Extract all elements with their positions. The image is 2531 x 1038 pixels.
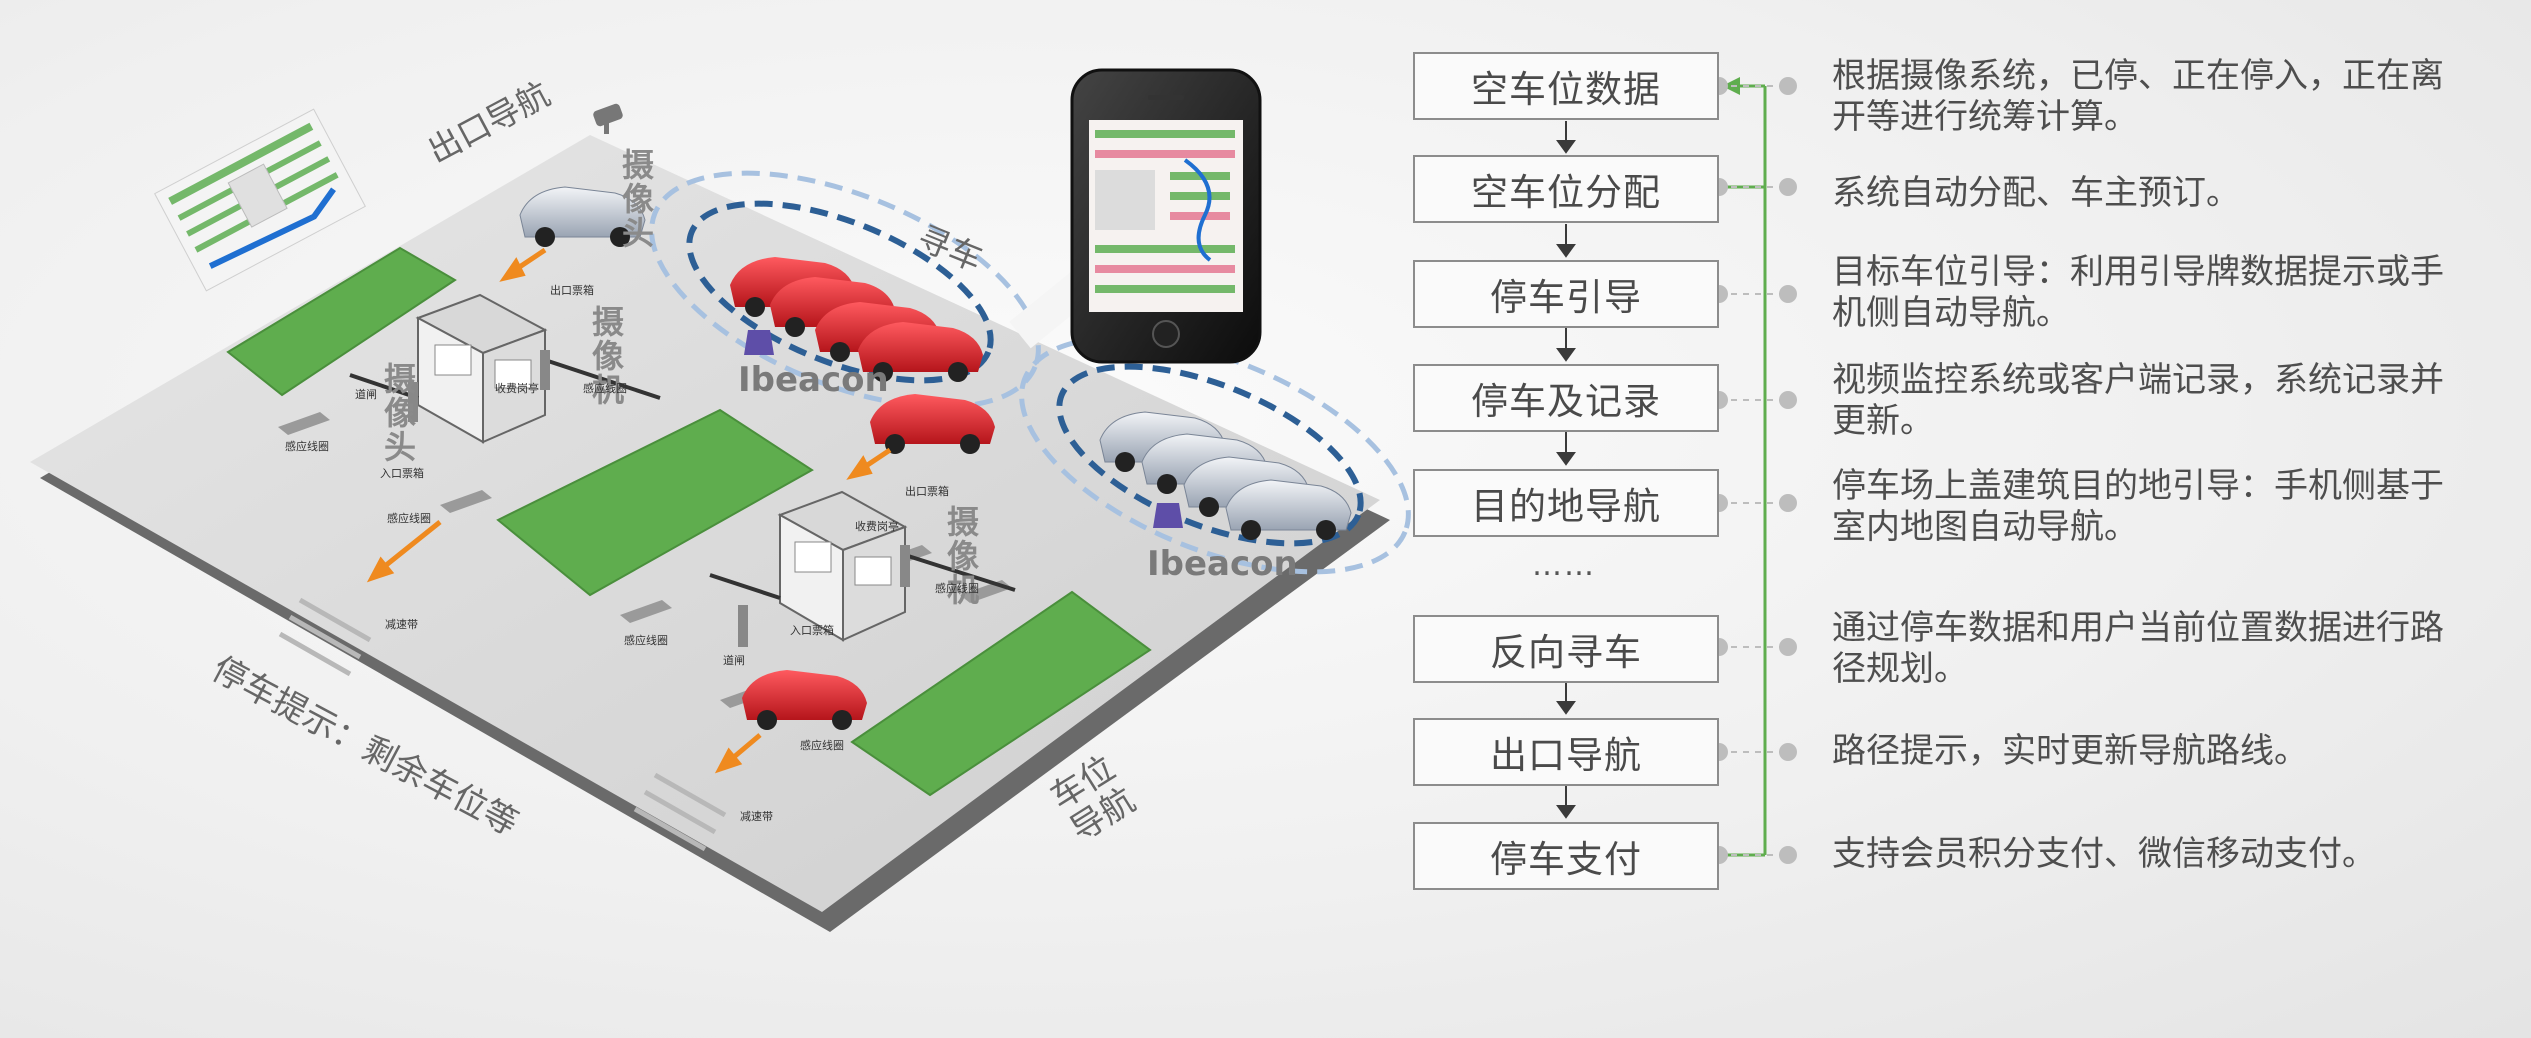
security-camera-icon [593,103,623,134]
parking-map-thumbnail [154,108,366,292]
flow-desc-3: 视频监控系统或客户端记录，系统记录并更新。 [1832,360,2444,441]
label-camera-machine-1: 摄像机 [591,303,624,409]
label-ibeacon-1: Ibeacon [738,360,889,400]
silver-cars-group [1099,411,1352,540]
flow-step-parking-guidance: 停车引导 [1413,260,1719,328]
green-zone-3 [850,590,1152,797]
label-speed-bump-2: 减速带 [740,810,773,823]
flow-step-label: 反向寻车 [1490,631,1642,674]
red-car-moving [870,394,995,454]
flow-step-reverse-car-finding: 反向寻车 [1413,615,1719,683]
flow-step-label: 目的地导航 [1471,485,1661,528]
smartphone-icon [1009,68,1262,364]
flow-ellipsis: …… [1532,548,1596,583]
flow-down-arrows [1556,121,1576,819]
ibeacon-signal-2 [1019,335,1411,575]
speed-bump-1 [278,597,372,677]
red-car-lower [742,670,867,730]
label-sensor-coil-3: 感应线圈 [387,512,431,525]
flow-step-label: 停车支付 [1490,838,1642,881]
flow-desc-5: 通过停车数据和用户当前位置数据进行路径规划。 [1832,608,2444,689]
flow-step-parking-payment: 停车支付 [1413,822,1719,890]
green-zone-1 [226,246,457,397]
feedback-loop-line [1719,84,1767,857]
label-barrier-2: 道闸 [723,654,745,667]
label-barrier-1: 道闸 [355,388,377,401]
flow-step-label: 出口导航 [1490,734,1642,777]
flow-step-destination-nav: 目的地导航 [1413,469,1719,537]
flow-desc-1: 系统自动分配、车主预订。 [1832,173,2240,213]
label-sensor-coil-6: 感应线圈 [800,739,844,752]
label-camera-2: 摄像头 [383,360,416,466]
flow-step-label: 空车位分配 [1471,171,1661,214]
flow-desc-4: 停车场上盖建筑目的地引导：手机侧基于室内地图自动导航。 [1832,466,2444,547]
direction-arrows [366,247,892,774]
label-sensor-coil-5: 感应线圈 [624,634,668,647]
connector-dots [1710,77,1797,864]
flow-step-empty-spot-data: 空车位数据 [1413,52,1719,120]
flow-step-label: 停车及记录 [1471,380,1661,423]
phone-map [1095,130,1235,293]
label-sensor-coil-1: 感应线圈 [583,382,627,395]
ibeacon-device-2 [1153,503,1183,528]
flow-desc-0: 根据摄像系统，已停、正在停入，正在离开等进行统筹计算。 [1832,56,2444,137]
label-camera-1: 摄像头 [621,146,654,252]
silver-car-top [519,186,646,247]
label-entry-ticket-box-2: 入口票箱 [790,624,834,637]
flow-desc-2: 目标车位引导：利用引导牌数据提示或手机侧自动导航。 [1832,252,2444,333]
label-sensor-coil-2: 感应线圈 [285,440,329,453]
label-toll-booth-1: 收费岗亭 [495,382,539,395]
label-exit-ticket-box-2: 出口票箱 [905,485,949,498]
toll-booth-1 [349,293,661,444]
ibeacon-device-1 [744,330,774,355]
label-toll-booth-2: 收费岗亭 [855,520,899,533]
label-camera-machine-2: 摄像机 [946,503,979,609]
flow-step-parking-record: 停车及记录 [1413,364,1719,432]
flow-step-label: 空车位数据 [1471,68,1661,111]
red-cars-group [730,257,983,382]
green-zone-2 [496,408,814,597]
flow-step-label: 停车引导 [1490,276,1642,319]
flow-desc-6: 路径提示，实时更新导航路线。 [1832,731,2308,771]
flow-desc-7: 支持会员积分支付、微信移动支付。 [1832,834,2376,874]
desc-connectors [1719,85,1780,856]
label-sensor-coil-4: 感应线圈 [935,582,979,595]
label-ibeacon-2: Ibeacon [1147,544,1298,584]
toll-booth-2 [709,490,1016,647]
flow-step-spot-allocation: 空车位分配 [1413,155,1719,223]
speed-bump-2 [633,772,727,852]
label-speed-bump-1: 减速带 [385,618,418,631]
label-entry-ticket-box-1: 入口票箱 [380,467,424,480]
label-exit-ticket-box-1: 出口票箱 [550,284,594,297]
flow-step-exit-nav: 出口导航 [1413,718,1719,786]
